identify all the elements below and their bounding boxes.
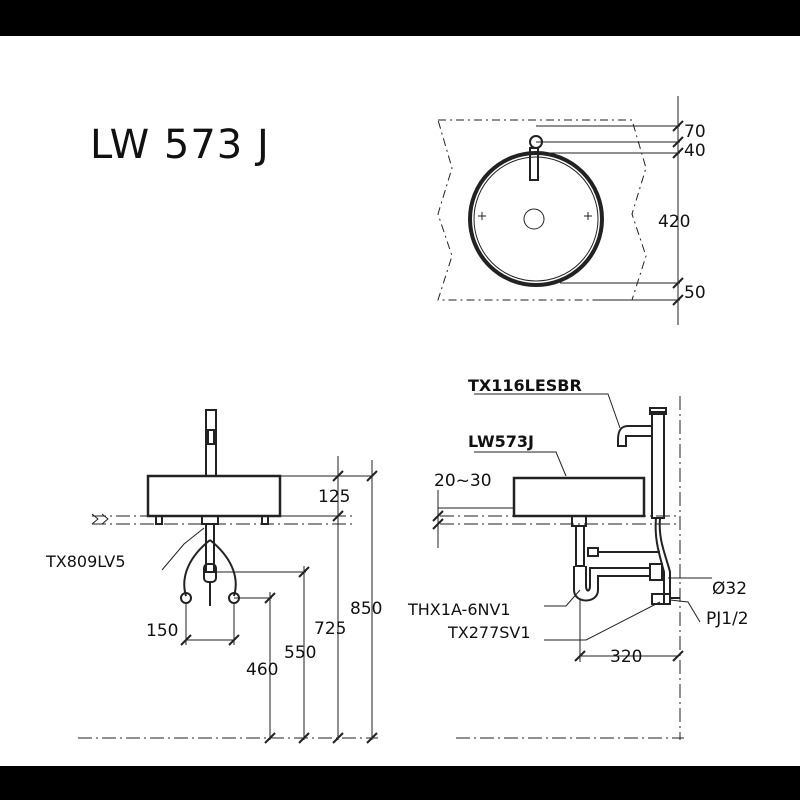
faucet-label: TX116LESBR (468, 376, 582, 395)
dim-320: 320 (610, 647, 642, 667)
valve-label: TX277SV1 (447, 623, 531, 642)
drain-hole (523, 208, 545, 230)
basin-inner (473, 156, 599, 282)
trap-assembly (571, 515, 663, 602)
technical-drawing: 70 40 420 50 TX809LV5 125 850 725 550 46… (45, 96, 749, 744)
front-view-labels: TX809LV5 125 850 725 550 460 150 (45, 487, 382, 680)
dim-725: 725 (314, 619, 346, 639)
basin-rim (468, 151, 604, 287)
basin-side (512, 476, 646, 518)
side-view-labels: TX116LESBR LW573J 20~30 THX1A-6NV1 TX277… (407, 376, 749, 667)
faucet-side (617, 407, 667, 519)
thread-label: PJ1/2 (706, 609, 749, 629)
drain-assembly (180, 515, 240, 606)
top-view-dims: 70 40 420 50 (658, 122, 706, 303)
angle-valve (651, 593, 680, 605)
model-title: LW 573 J (90, 122, 270, 168)
drawing-sheet: LW 573 J (0, 36, 800, 766)
dim-50: 50 (684, 283, 706, 303)
basin-feet (155, 515, 269, 525)
trap-label: THX1A-6NV1 (407, 600, 511, 619)
basin-front (146, 474, 282, 518)
dim-125: 125 (318, 487, 350, 507)
fixing-mark-right (584, 212, 592, 220)
fixing-mark-left (478, 212, 486, 220)
dim-420: 420 (658, 212, 690, 232)
gap-label: 20~30 (434, 471, 492, 491)
faucet-front (205, 409, 217, 477)
supply-hose (654, 517, 671, 604)
pipe-diameter-label: Ø32 (712, 579, 747, 599)
drain-label: TX809LV5 (45, 552, 126, 571)
dim-460: 460 (246, 660, 278, 680)
dim-550: 550 (284, 643, 316, 663)
dim-70: 70 (684, 122, 706, 142)
dim-40: 40 (684, 141, 706, 161)
front-view (78, 409, 378, 744)
dim-850: 850 (350, 599, 382, 619)
faucet-top (529, 135, 543, 181)
side-view (432, 393, 712, 740)
basin-label: LW573J (468, 432, 534, 451)
top-view (437, 96, 684, 325)
dim-150: 150 (146, 621, 178, 641)
